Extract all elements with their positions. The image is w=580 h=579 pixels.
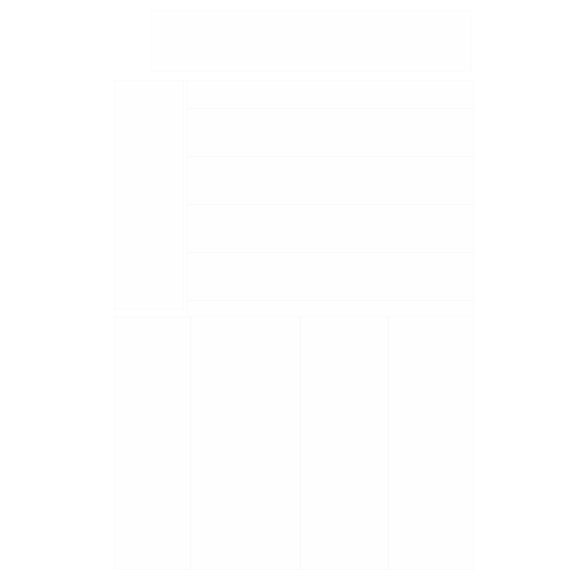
sidebar-placeholder <box>114 80 184 310</box>
header-placeholder <box>150 10 472 72</box>
row-divider <box>186 108 474 109</box>
row-divider <box>186 300 474 301</box>
row-divider <box>186 252 474 253</box>
column-divider <box>300 316 301 570</box>
row-divider <box>186 156 474 157</box>
lower-content-placeholder <box>114 316 474 570</box>
column-divider <box>388 316 389 570</box>
row-divider <box>186 204 474 205</box>
column-divider <box>190 316 191 570</box>
